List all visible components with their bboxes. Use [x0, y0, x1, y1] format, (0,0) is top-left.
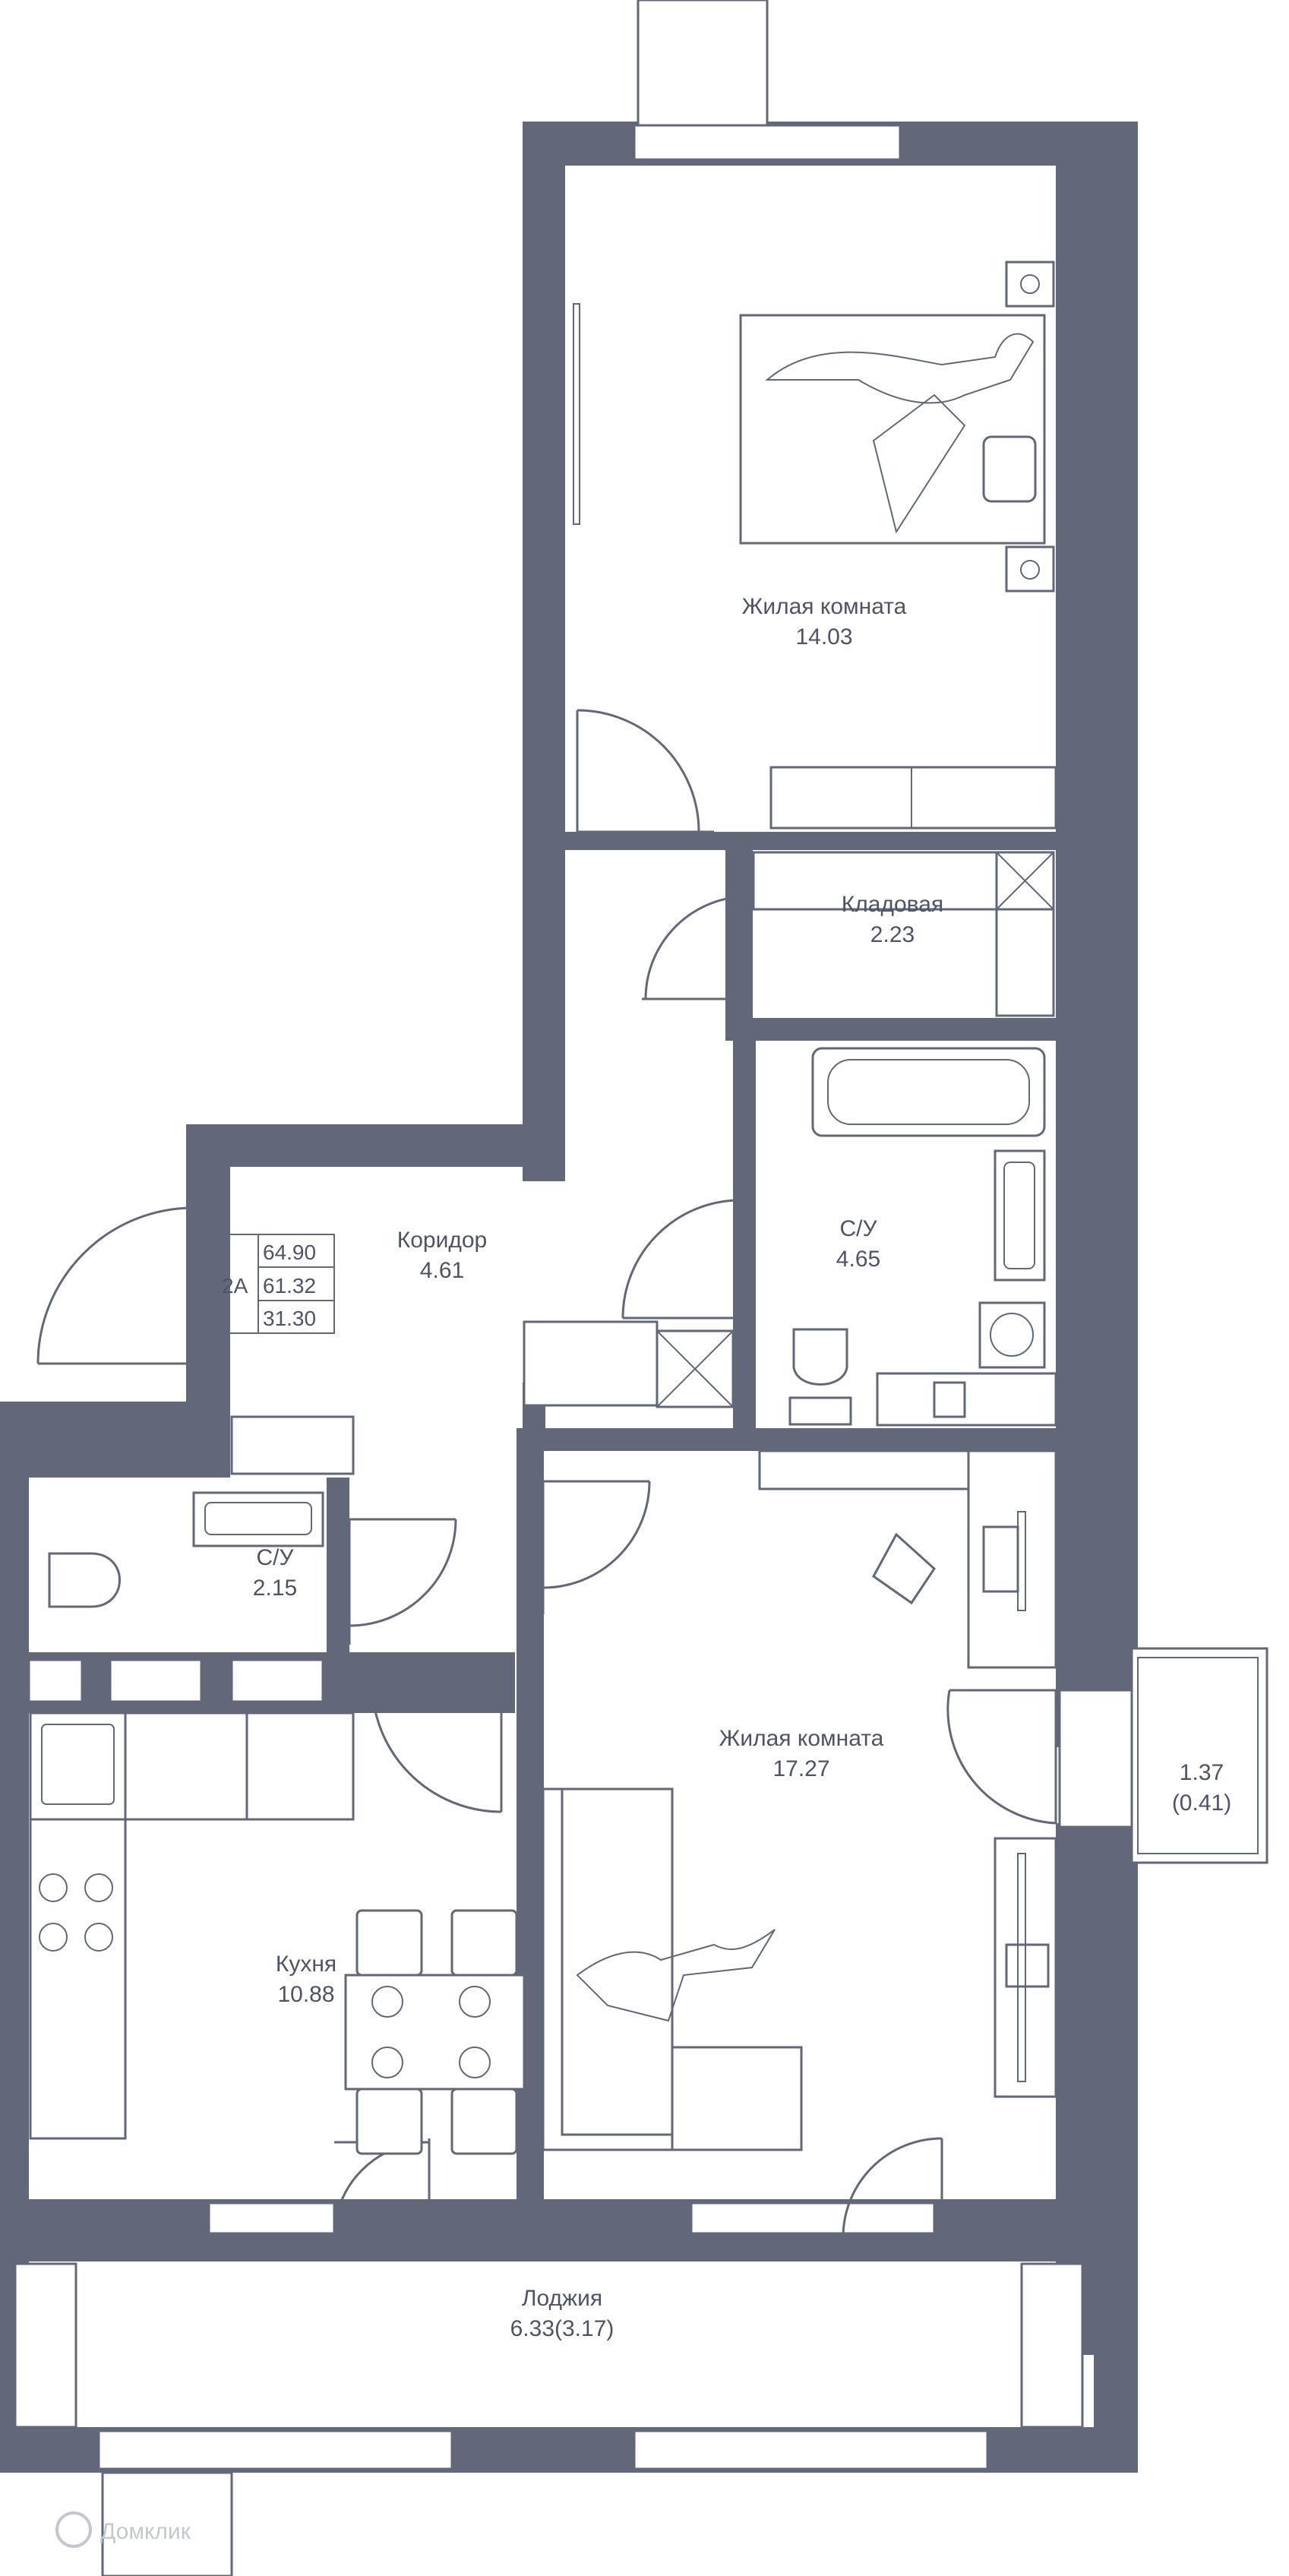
- windows: [97, 0, 1268, 2576]
- small-bathroom-fixtures: [27, 1491, 324, 1703]
- corridor-closet: [230, 1320, 735, 1475]
- storage-name: Кладовая: [842, 892, 943, 917]
- bathroom-small-name: С/У: [256, 1545, 294, 1570]
- watermark-text: Домклик: [100, 2519, 191, 2544]
- living-room-1-name: Жилая комната: [742, 594, 907, 619]
- watermark-logo-icon: [55, 2511, 92, 2548]
- storage-shelves: [752, 851, 1055, 1017]
- bathroom-large-area: 4.65: [836, 1247, 880, 1272]
- corridor-area: 4.61: [420, 1258, 464, 1283]
- balcony-area: 1.37: [1180, 1760, 1224, 1785]
- bathroom-large-name: С/У: [839, 1216, 877, 1241]
- bathroom-small-area: 2.15: [253, 1576, 297, 1601]
- kitchen-name: Кухня: [276, 1952, 336, 1977]
- apartment-area-living: 61.32: [263, 1274, 316, 1297]
- loggia-name: Лоджия: [522, 2286, 602, 2311]
- apartment-type: 2A: [222, 1274, 248, 1297]
- loggia-area: 6.33(3.17): [510, 2316, 614, 2341]
- living-room-2-furniture: [542, 1449, 1057, 2151]
- balcony-area-reduced: (0.41): [1172, 1791, 1231, 1816]
- living-room-1-area: 14.03: [795, 624, 852, 650]
- kitchen-area: 10.88: [277, 1982, 334, 2007]
- apartment-summary: [220, 1234, 335, 1334]
- loggia-shelves: [14, 2262, 1084, 2429]
- bathroom-fixtures: [788, 1047, 1057, 1427]
- kitchen-furniture: [29, 1712, 526, 2155]
- living-room-2-area: 17.27: [772, 1756, 829, 1781]
- living-room-2-name: Жилая комната: [719, 1726, 884, 1751]
- room-labels: Жилая комната 14.03 Кладовая 2.23 Коридо…: [222, 594, 1231, 2341]
- storage-area: 2.23: [870, 922, 915, 947]
- corridor-name: Коридор: [397, 1228, 487, 1253]
- apartment-area-rooms: 31.30: [263, 1307, 316, 1330]
- watermark: Домклик: [55, 2511, 191, 2548]
- bedroom-furniture: [573, 261, 1057, 830]
- apartment-area-total: 64.90: [263, 1241, 316, 1264]
